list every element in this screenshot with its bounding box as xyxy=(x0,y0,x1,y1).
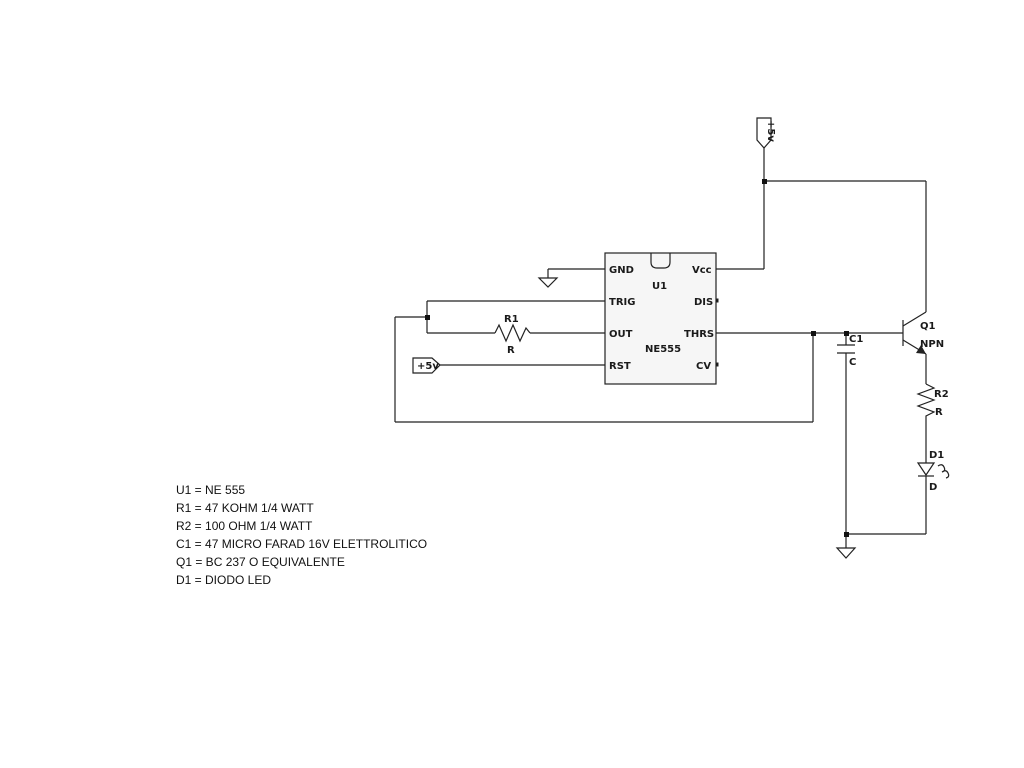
pin-rst: RST xyxy=(609,361,631,372)
junction-rail xyxy=(762,179,767,184)
capacitor-c1: C1 C xyxy=(837,334,863,368)
q1-type: NPN xyxy=(920,339,944,350)
ground-symbol-gnd xyxy=(537,277,559,288)
chip-notch xyxy=(650,253,671,269)
r1-value: R xyxy=(507,345,515,356)
r1-designator: R1 xyxy=(504,314,519,325)
d1-value: D xyxy=(929,482,937,493)
r2-designator: R2 xyxy=(934,389,949,400)
resistor-r2-zigzag xyxy=(916,383,936,420)
bom-line: R2 = 100 OHM 1/4 WATT xyxy=(176,519,313,533)
led-d1: D1 D xyxy=(916,450,950,493)
pin-trig: TRIG xyxy=(609,297,635,308)
pin-dis: DIS xyxy=(694,297,713,308)
pin-thrs: THRS xyxy=(684,329,714,340)
supply-left-label: +5v xyxy=(417,361,439,372)
ground-symbol-bottom xyxy=(835,547,857,559)
d1-designator: D1 xyxy=(929,450,944,461)
resistor-r1: R1 R xyxy=(494,314,531,356)
junction-cap xyxy=(844,331,849,336)
c1-value: C xyxy=(849,357,856,368)
c1-designator: C1 xyxy=(849,334,863,345)
pin-vcc: Vcc xyxy=(692,265,712,276)
transistor-q1-collector xyxy=(902,311,927,327)
supply-top-label: +5v xyxy=(765,120,776,142)
junction-thrs xyxy=(811,331,816,336)
bom-line: Q1 = BC 237 O EQUIVALENTE xyxy=(176,555,345,569)
pin-out: OUT xyxy=(609,329,633,340)
junction-trig xyxy=(425,315,430,320)
ne555-chip: U1 NE555 GND TRIG OUT RST Vcc DIS THRS C… xyxy=(604,252,717,385)
ground-icon xyxy=(537,277,559,288)
ground-icon xyxy=(835,547,857,559)
bom-line: U1 = NE 555 xyxy=(176,483,246,497)
led-d1-triangle xyxy=(916,462,936,477)
bom-line: D1 = DIODO LED xyxy=(176,573,272,587)
wires xyxy=(394,148,927,548)
supply-flag-left-outline xyxy=(412,357,441,374)
resistor-r1-zigzag xyxy=(494,323,531,343)
r2-value: R xyxy=(935,407,943,418)
transistor-q1: Q1 NPN xyxy=(902,311,944,355)
chip-part: NE555 xyxy=(645,344,681,355)
chip-body xyxy=(604,252,717,385)
pin-cv: CV xyxy=(696,361,711,372)
junction-ground xyxy=(844,532,849,537)
led-light-icon xyxy=(937,464,950,479)
bom-line: R1 = 47 KOHM 1/4 WATT xyxy=(176,501,314,515)
q1-designator: Q1 xyxy=(920,321,936,332)
supply-flag-left: +5v xyxy=(412,357,441,374)
resistor-r2: R2 R xyxy=(916,383,949,420)
chip-designator: U1 xyxy=(652,281,667,292)
bill-of-materials: U1 = NE 555 R1 = 47 KOHM 1/4 WATT R2 = 1… xyxy=(176,481,427,589)
bom-line: C1 = 47 MICRO FARAD 16V ELETTROLITICO xyxy=(176,537,428,551)
transistor-q1-arrow-icon xyxy=(916,345,926,354)
supply-flag-top-outline xyxy=(756,117,772,149)
pin-gnd: GND xyxy=(609,265,634,276)
supply-flag-top: +5v xyxy=(756,117,776,149)
